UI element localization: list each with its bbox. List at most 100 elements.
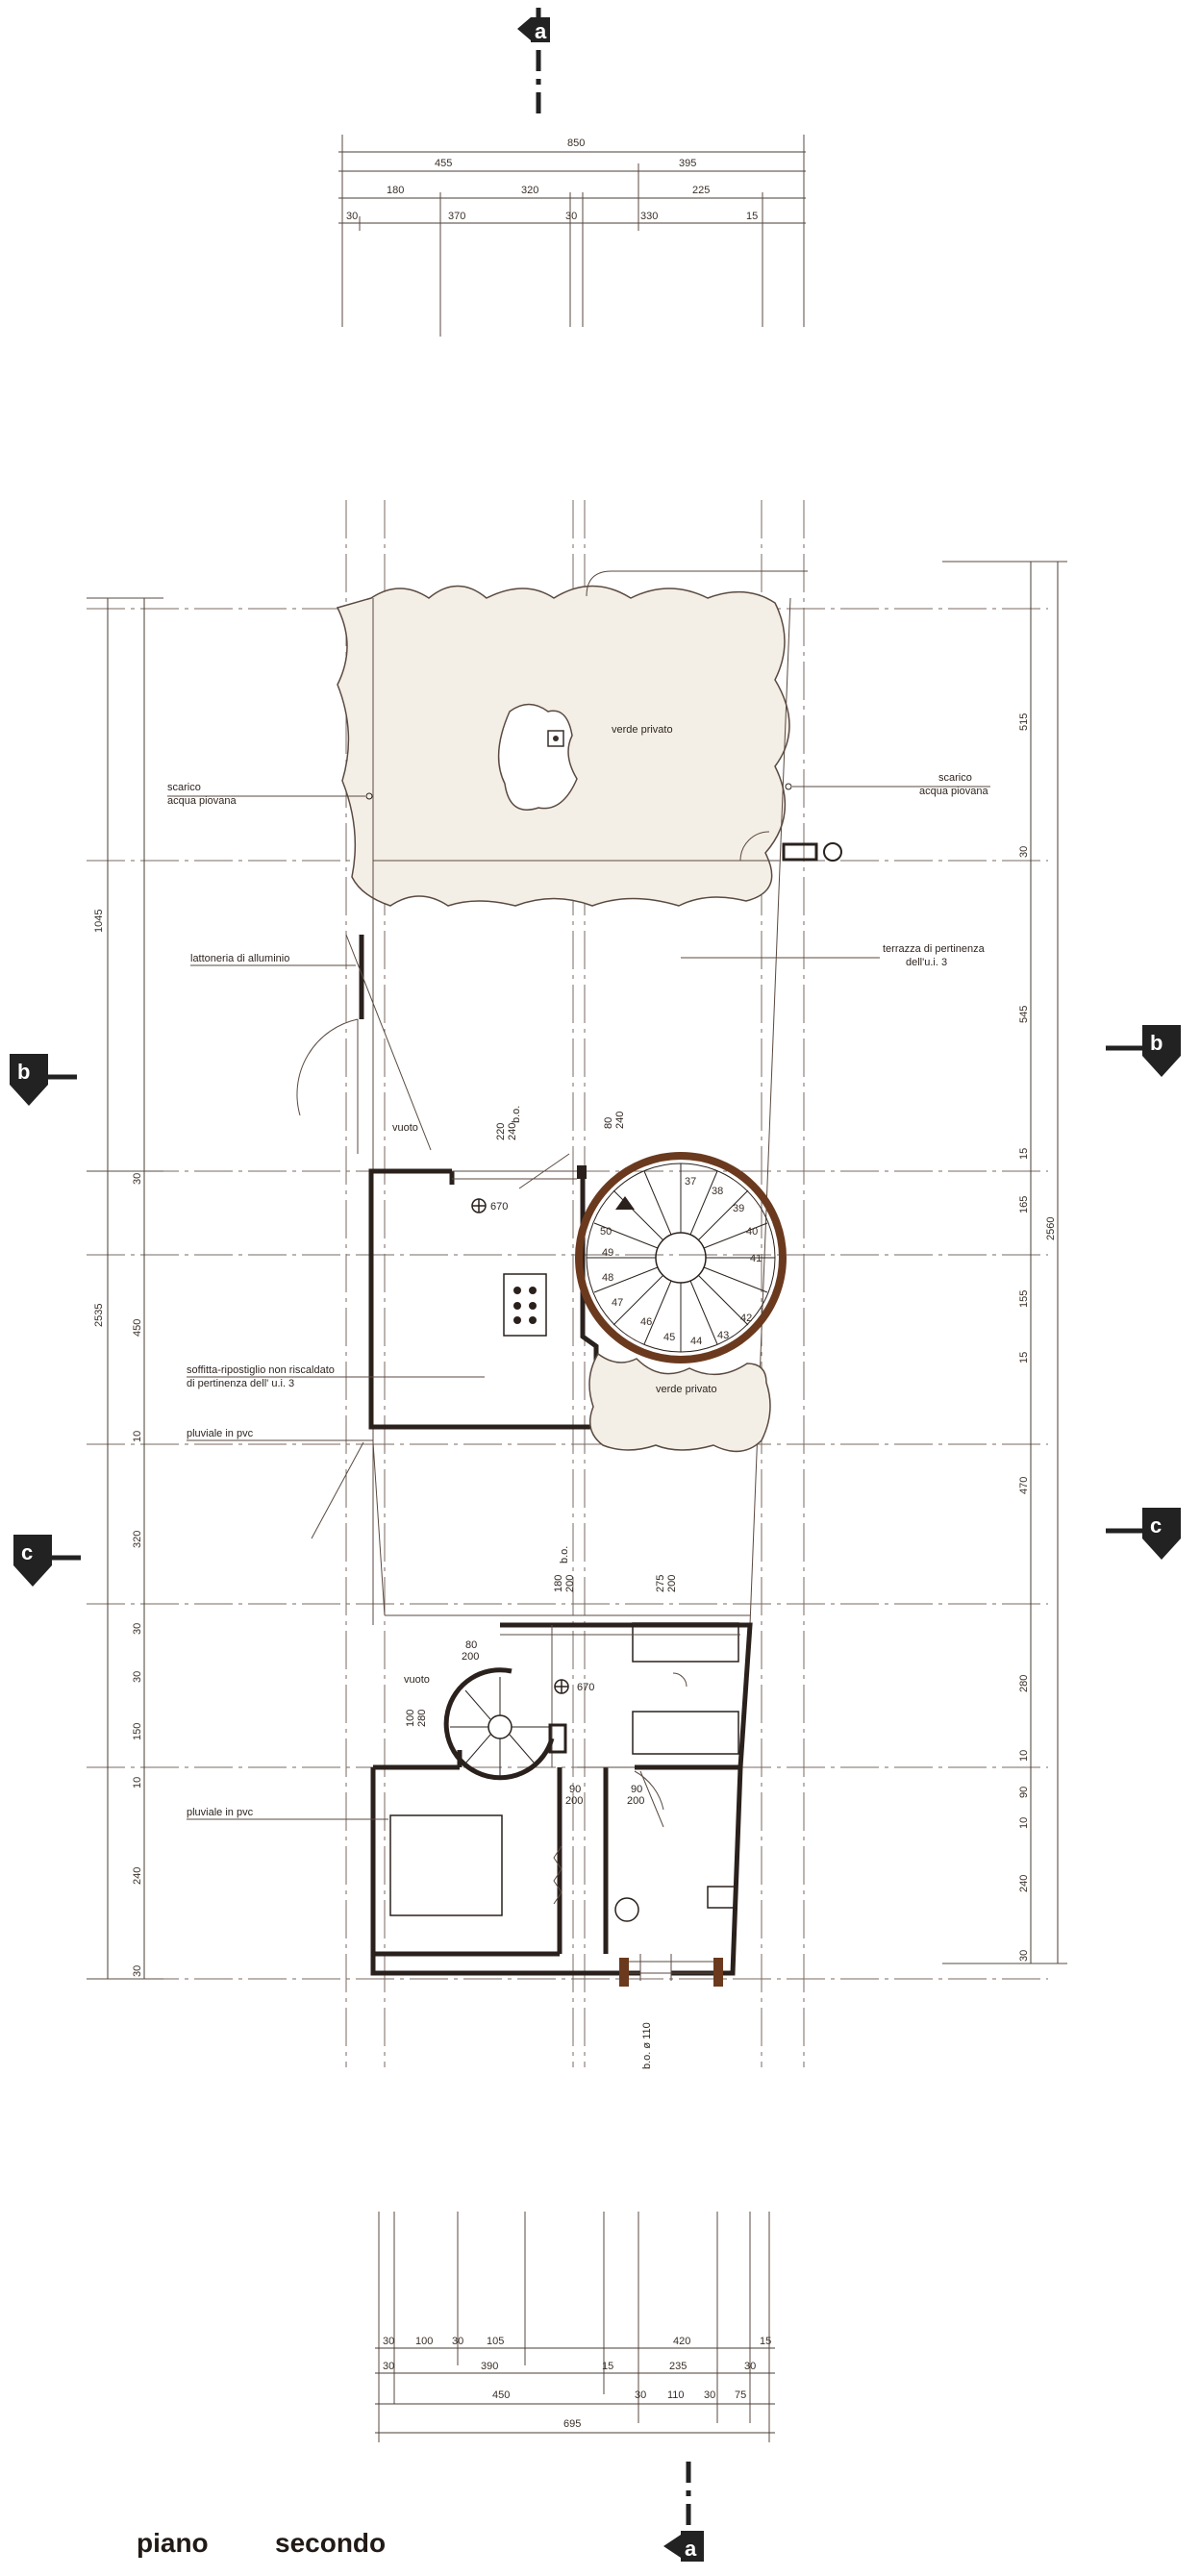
stair-num-40: 40 [746, 1226, 758, 1238]
stair-num-43: 43 [717, 1330, 729, 1341]
door-200c: 200 [565, 1795, 583, 1807]
dim-bottom-30e: 30 [635, 2389, 646, 2401]
label-scarico-left-2: acqua piovana [167, 795, 237, 807]
label-scarico-right-2: acqua piovana [919, 786, 988, 797]
section-label-a-top: a [535, 19, 547, 43]
dim-top-370: 370 [448, 211, 465, 222]
label-lattoneria: lattoneria di alluminio [190, 953, 289, 964]
dim-top-455: 455 [435, 158, 452, 169]
lower-dwelling: 670 180 200 b.o. 275 200 90 200 90 200 8… [187, 1546, 753, 2069]
dim-bottom-420: 420 [673, 2336, 690, 2347]
door-200b: 200 [666, 1575, 678, 1592]
aluminium-flashing: lattoneria di alluminio vuoto [190, 934, 432, 1154]
stair-num-44: 44 [690, 1336, 702, 1347]
dim-right-10a: 10 [1018, 1750, 1030, 1762]
label-terrazza-1: terrazza di pertinenza [883, 943, 986, 955]
dim-right-470: 470 [1018, 1477, 1030, 1494]
dim-right-2560: 2560 [1045, 1217, 1057, 1240]
stair-num-38: 38 [712, 1186, 723, 1197]
stair-num-48: 48 [602, 1272, 613, 1284]
door-100: 100 [405, 1710, 416, 1727]
label-verde-privato-top: verde privato [612, 724, 673, 736]
stair-num-42: 42 [740, 1313, 752, 1324]
door-240b: 240 [614, 1112, 626, 1129]
section-label-c-right: c [1150, 1513, 1162, 1538]
label-terrazza-2: dell'u.i. 3 [906, 957, 947, 968]
stair-num-45: 45 [663, 1332, 675, 1343]
label-scarico-right-1: scarico [938, 772, 972, 784]
dimension-chain-top: 850 455 395 180 320 225 30 370 30 330 15 [338, 135, 806, 337]
drain-labels: scarico acqua piovana scarico acqua piov… [167, 772, 990, 807]
dim-bottom-110: 110 [667, 2389, 685, 2401]
dim-right-15b: 15 [1018, 1352, 1030, 1363]
dim-top-180: 180 [387, 185, 404, 196]
dim-right-30b: 30 [1018, 1950, 1030, 1962]
stair-num-37: 37 [685, 1176, 696, 1188]
label-bo-1: b.o. [511, 1106, 522, 1123]
dim-right-155: 155 [1018, 1290, 1030, 1308]
dim-left-30c: 30 [132, 1671, 143, 1683]
door-220: 220 [495, 1123, 507, 1140]
stair-num-47: 47 [612, 1297, 623, 1309]
label-bo-2: b.o. [559, 1546, 570, 1563]
label-verde-privato-mid: verde privato [656, 1384, 717, 1395]
dim-top-15: 15 [746, 211, 758, 222]
door-200e: 200 [462, 1651, 479, 1663]
drawing-title: piano secondo [137, 2528, 386, 2558]
attic-room: soffitta-ripostiglio non riscaldato di p… [187, 1106, 626, 1430]
dim-right-240: 240 [1018, 1875, 1030, 1892]
dimension-chain-left: 1045 2535 30 450 10 320 30 30 150 10 240… [87, 597, 163, 1980]
downpipe-area: pluviale in pvc [187, 1428, 750, 1616]
dimension-chain-right: 2560 515 30 545 15 165 155 15 470 280 10… [942, 561, 1067, 1964]
door-200a: 200 [564, 1575, 576, 1592]
section-label-c-left: c [21, 1540, 33, 1564]
dim-top-225: 225 [692, 185, 710, 196]
dim-left-320: 320 [132, 1531, 143, 1548]
dim-left-30b: 30 [132, 1623, 143, 1635]
stair-num-49: 49 [602, 1247, 613, 1259]
private-garden-top: verde privato [336, 585, 790, 907]
dim-right-280: 280 [1018, 1675, 1030, 1692]
dim-left-450: 450 [132, 1319, 143, 1337]
label-scarico-left-1: scarico [167, 782, 201, 793]
door-180: 180 [553, 1575, 564, 1592]
stair-num-39: 39 [733, 1203, 744, 1214]
dim-left-240: 240 [132, 1867, 143, 1885]
dimension-chain-bottom: 30 100 30 105 420 15 30 390 15 235 30 45… [375, 2212, 775, 2442]
door-280: 280 [416, 1710, 428, 1727]
section-marker-b-left: b [10, 1054, 77, 1106]
dim-right-165: 165 [1018, 1196, 1030, 1213]
dim-right-90: 90 [1018, 1787, 1030, 1798]
section-label-a-bottom: a [685, 2537, 697, 2561]
label-soffitta-2: di pertinenza dell' u.i. 3 [187, 1378, 294, 1389]
dim-right-545: 545 [1018, 1006, 1030, 1023]
title-word-2: secondo [275, 2528, 386, 2558]
level-670-b: 670 [577, 1682, 594, 1693]
door-90a: 90 [569, 1784, 581, 1795]
dim-right-15a: 15 [1018, 1148, 1030, 1160]
dim-left-30a: 30 [132, 1173, 143, 1185]
dim-left-1045: 1045 [93, 910, 105, 933]
section-marker-c-left: c [13, 1535, 81, 1587]
dim-right-10b: 10 [1018, 1817, 1030, 1829]
section-marker-c-right: c [1106, 1508, 1181, 1560]
dim-bottom-30d: 30 [744, 2361, 756, 2372]
door-200d: 200 [627, 1795, 644, 1807]
stair-num-50: 50 [600, 1226, 612, 1238]
dim-bottom-30b: 30 [452, 2336, 463, 2347]
door-275: 275 [655, 1575, 666, 1592]
dim-left-30d: 30 [132, 1965, 143, 1977]
door-90b: 90 [631, 1784, 642, 1795]
section-marker-a-bottom: a [663, 2462, 704, 2562]
dim-bottom-15a: 15 [760, 2336, 771, 2347]
dim-bottom-30a: 30 [383, 2336, 394, 2347]
label-bo-3: b.o. ø 110 [641, 2022, 653, 2069]
plot-outline [372, 570, 842, 1626]
label-pluviale-2: pluviale in pvc [187, 1807, 254, 1818]
dim-left-10a: 10 [132, 1431, 143, 1442]
title-word-1: piano [137, 2528, 209, 2558]
dim-top-395: 395 [679, 158, 696, 169]
dim-left-150: 150 [132, 1723, 143, 1740]
section-marker-a-top: a [517, 8, 550, 115]
